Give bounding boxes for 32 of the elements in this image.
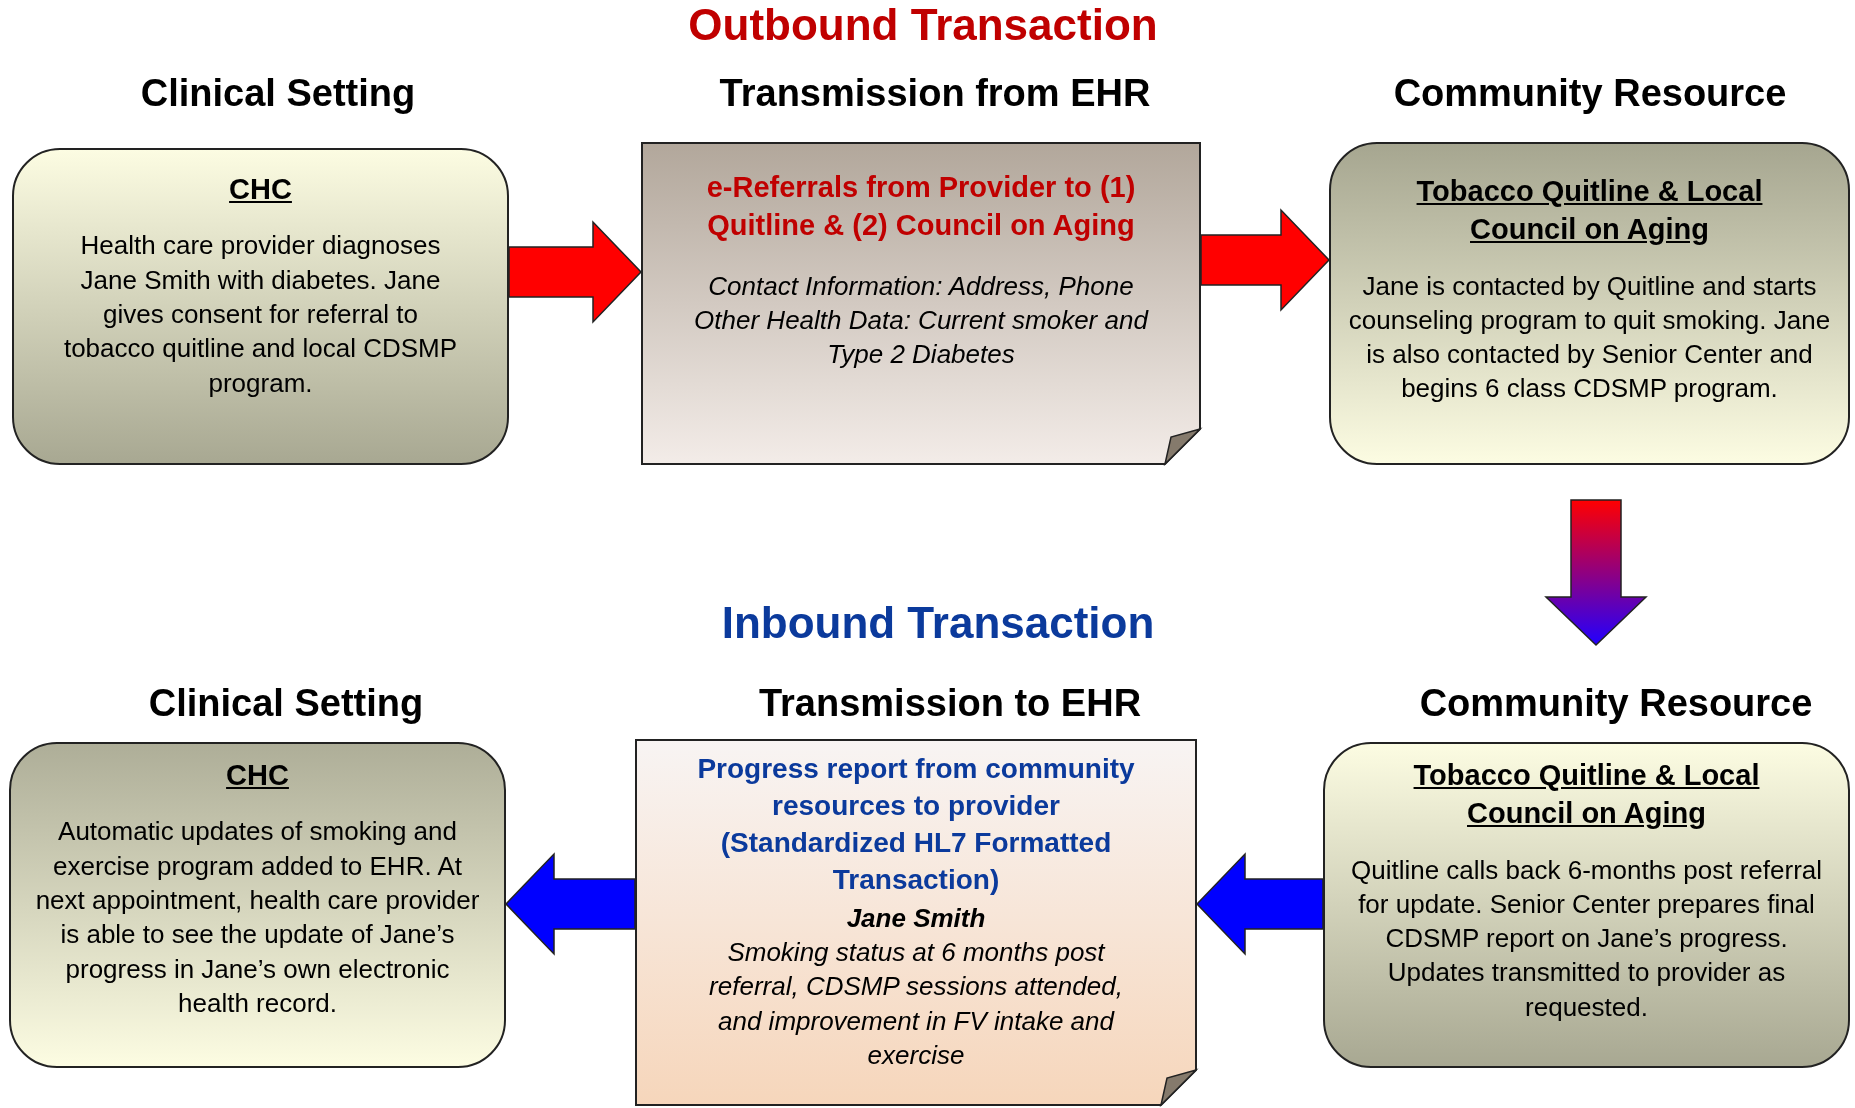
block-arrow xyxy=(508,220,643,324)
box-text: Automatic updates of smoking and exercise program added to EHR. At next appointment, health care provider is able to see the update of Jane’s progress in Jane’s own electronic health record. xyxy=(34,815,481,1020)
box-heading: CHC xyxy=(229,172,292,207)
folded-note xyxy=(635,739,1197,1106)
block-arrow xyxy=(1200,208,1331,312)
rounded-box xyxy=(1329,142,1850,465)
section-heading: Community Resource xyxy=(1419,682,1813,725)
box-text: Jane Smith xyxy=(846,901,986,935)
box-text: Contact Information: Address, Phone Other Health Data: Current smoker and Type 2 Diabetes xyxy=(693,269,1150,372)
box-heading: e-Referrals from Provider to (1) Quitline & (2) Council on Aging xyxy=(705,170,1137,244)
title: Outbound Transaction xyxy=(688,0,1158,50)
block-arrow xyxy=(1195,852,1324,956)
title: Inbound Transaction xyxy=(721,598,1155,648)
box-text: Smoking status at 6 months post referral, CDSMP sessions attended, and improvement in FV intake and exercise xyxy=(708,936,1124,1073)
box-text: Quitline calls back 6-months post referral for update. Senior Center prepares final CDSMP report on Jane’s progress. Updates transmitted to provider as requested. xyxy=(1349,853,1824,1024)
rounded-box xyxy=(12,148,509,465)
section-heading: Transmission to EHR xyxy=(758,682,1142,725)
rounded-box xyxy=(9,742,506,1068)
box-text: Jane is contacted by Quitline and starts counseling program to quit smoking. Jane is also contacted by Senior Center and begins 6 class CDSMP program. xyxy=(1347,269,1832,406)
section-heading: Clinical Setting xyxy=(140,72,416,115)
box-heading: Tobacco Quitline & Local Council on Aging xyxy=(1415,174,1764,248)
box-heading: Tobacco Quitline & Local Council on Aging xyxy=(1412,758,1761,832)
block-arrow xyxy=(504,852,636,956)
rounded-box xyxy=(1323,742,1850,1068)
section-heading: Community Resource xyxy=(1393,72,1787,115)
box-heading: Progress report from community resources to provider (Standardized HL7 Formatted Transaction) xyxy=(696,752,1136,897)
box-text: Health care provider diagnoses Jane Smith with diabetes. Jane gives consent for referral to tobacco quitline and local CDSMP program. xyxy=(62,229,459,400)
section-heading: Transmission from EHR xyxy=(719,72,1151,115)
block-arrow xyxy=(1544,499,1648,647)
box-heading: CHC xyxy=(226,758,289,793)
section-heading: Clinical Setting xyxy=(148,682,424,725)
folded-note xyxy=(641,142,1201,465)
